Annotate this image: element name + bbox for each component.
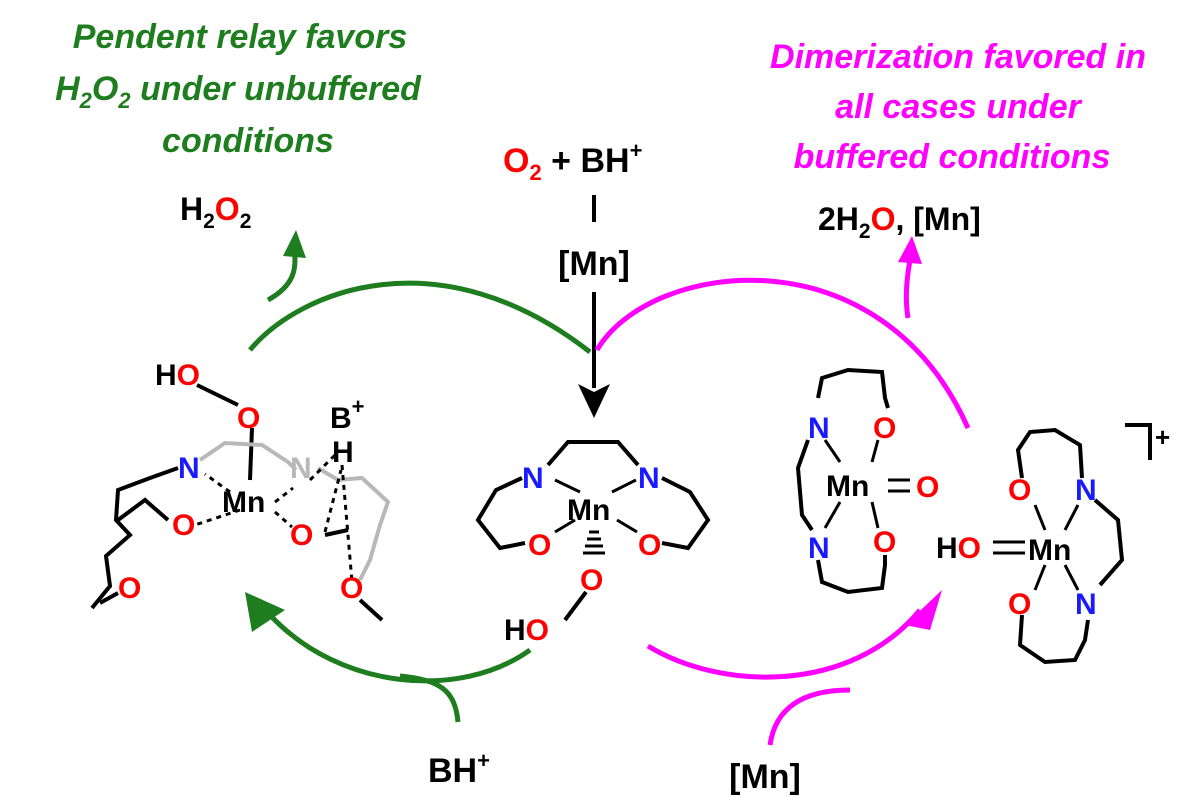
mn-oxo-complex: N O Mn O N O [795, 367, 939, 595]
left-o-ether2: O [290, 519, 313, 552]
hydroxo-n-bottom: N [1075, 588, 1097, 621]
hydroxo-right-bridge [1093, 498, 1125, 587]
oxo-o-bottom: O [873, 526, 896, 559]
magenta-caption-line1: Dimerization favored in [770, 38, 1146, 76]
central-right-ring [661, 476, 711, 551]
product-water-mn: 2H2O, [Mn] [818, 201, 981, 243]
hydroxo-o-top: O [1008, 474, 1031, 507]
central-o-left: O [528, 529, 551, 562]
central-mn: Mn [567, 494, 610, 527]
magenta-upper-arrowhead [898, 236, 922, 264]
hydroxo-bottom-ring [1017, 614, 1090, 665]
left-b-plus: B+ [330, 394, 365, 435]
reagent-bh-bottom: BH+ [428, 748, 490, 790]
left-o-methoxy1: O [118, 572, 141, 605]
oxo-n-bottom: N [808, 532, 830, 565]
central-n-left: N [522, 462, 544, 495]
hydroxo-top-ring [1015, 427, 1084, 479]
magenta-lower-arc [646, 608, 922, 680]
green-lower-branch [399, 673, 461, 723]
magenta-lower-arrowhead [905, 590, 942, 630]
green-upper-arrowhead [283, 230, 306, 258]
central-ho: HO [504, 614, 549, 647]
oxo-n-top: N [808, 412, 830, 445]
reagent-o2-bh: O2 + BH+ [503, 138, 642, 185]
hydroxo-n-top: N [1075, 474, 1097, 507]
hydroxo-plus: + [1155, 422, 1170, 452]
entry-arrow-head [578, 384, 610, 418]
left-ho-h: HO [155, 359, 200, 392]
central-ethylene-bridge [546, 440, 640, 467]
reagent-mn-top: [Mn] [558, 245, 630, 283]
oxo-top-ring [816, 367, 890, 409]
oxo-o-top: O [873, 412, 896, 445]
oxo-o-terminal: O [916, 471, 939, 504]
central-o-peroxo: O [580, 564, 603, 597]
reagent-mn-bottom: [Mn] [729, 758, 801, 796]
central-left-ring [475, 476, 526, 551]
magenta-caption-line3: buffered conditions [794, 138, 1111, 176]
central-n-right: N [638, 462, 660, 495]
left-o-ether1: O [172, 509, 195, 542]
central-complex: N N Mn O O O HO [475, 440, 711, 647]
magenta-upper-arc [594, 277, 971, 430]
oxo-bottom-ring [816, 555, 887, 595]
left-n1: N [178, 452, 200, 485]
green-upper-arc [248, 280, 592, 354]
green-cycle [248, 247, 592, 723]
central-o-right: O [638, 529, 661, 562]
charge-bracket [1125, 423, 1152, 460]
hydroxo-o-bottom: O [1008, 588, 1031, 621]
left-o-methoxy2: O [340, 572, 363, 605]
oxo-mn: Mn [826, 470, 869, 503]
hydroxo-mn: Mn [1028, 534, 1071, 567]
product-h2o2: H2O2 [180, 191, 251, 233]
hydroxo-complex: + O N HO Mn O N [936, 422, 1170, 665]
green-caption-line2: H2O2 under unbuffered [55, 70, 422, 113]
magenta-lower-branch [767, 687, 851, 746]
magenta-cycle [594, 259, 971, 746]
magenta-caption-line2: all cases under [835, 88, 1082, 126]
left-chain-upper [90, 466, 179, 610]
left-complex: HO O B+ H N N Mn O O O O [90, 359, 391, 622]
green-caption: Pendent relay favors H2O2 under unbuffer… [55, 18, 422, 160]
magenta-caption: Dimerization favored in all cases under … [770, 38, 1146, 176]
green-caption-line1: Pendent relay favors [73, 18, 407, 56]
magenta-upper-branch [903, 259, 913, 319]
left-o-peroxo: O [237, 402, 260, 435]
left-mn: Mn [222, 486, 265, 519]
green-lower-arrowhead [245, 592, 285, 632]
hydroxo-ho: HO [936, 532, 981, 565]
oxo-left-bridge [795, 439, 814, 532]
green-lower-arc [268, 613, 532, 684]
left-n2: N [290, 452, 312, 485]
left-h-bonded: H [332, 436, 354, 469]
green-caption-line3: conditions [162, 122, 334, 160]
